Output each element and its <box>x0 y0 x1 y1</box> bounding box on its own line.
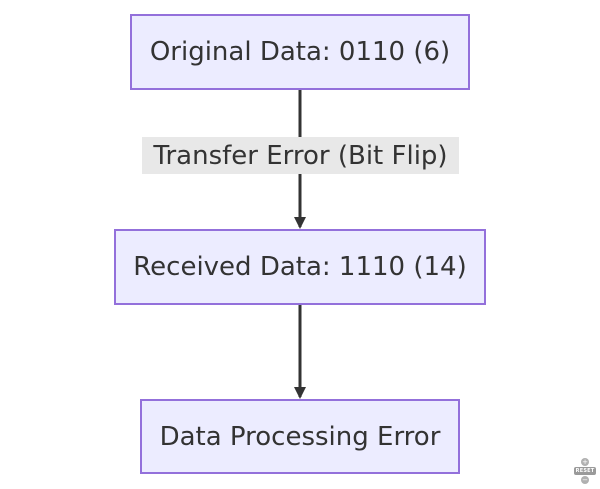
zoom-controls: + RESET − <box>573 458 597 486</box>
zoom-out-button[interactable]: − <box>581 476 589 484</box>
node-original-data[interactable]: Original Data: 0110 (6) <box>130 14 470 90</box>
node-original-data-label: Original Data: 0110 (6) <box>149 37 451 67</box>
node-processing-error[interactable]: Data Processing Error <box>140 399 460 474</box>
node-processing-error-label: Data Processing Error <box>159 421 441 452</box>
edge-label-transfer-error: Transfer Error (Bit Flip) <box>142 137 459 174</box>
zoom-in-button[interactable]: + <box>581 458 589 466</box>
edge-label-text: Transfer Error (Bit Flip) <box>153 140 448 171</box>
node-received-data[interactable]: Received Data: 1110 (14) <box>114 229 486 305</box>
reset-button[interactable]: RESET <box>573 467 597 475</box>
node-received-data-label: Received Data: 1110 (14) <box>133 252 467 282</box>
